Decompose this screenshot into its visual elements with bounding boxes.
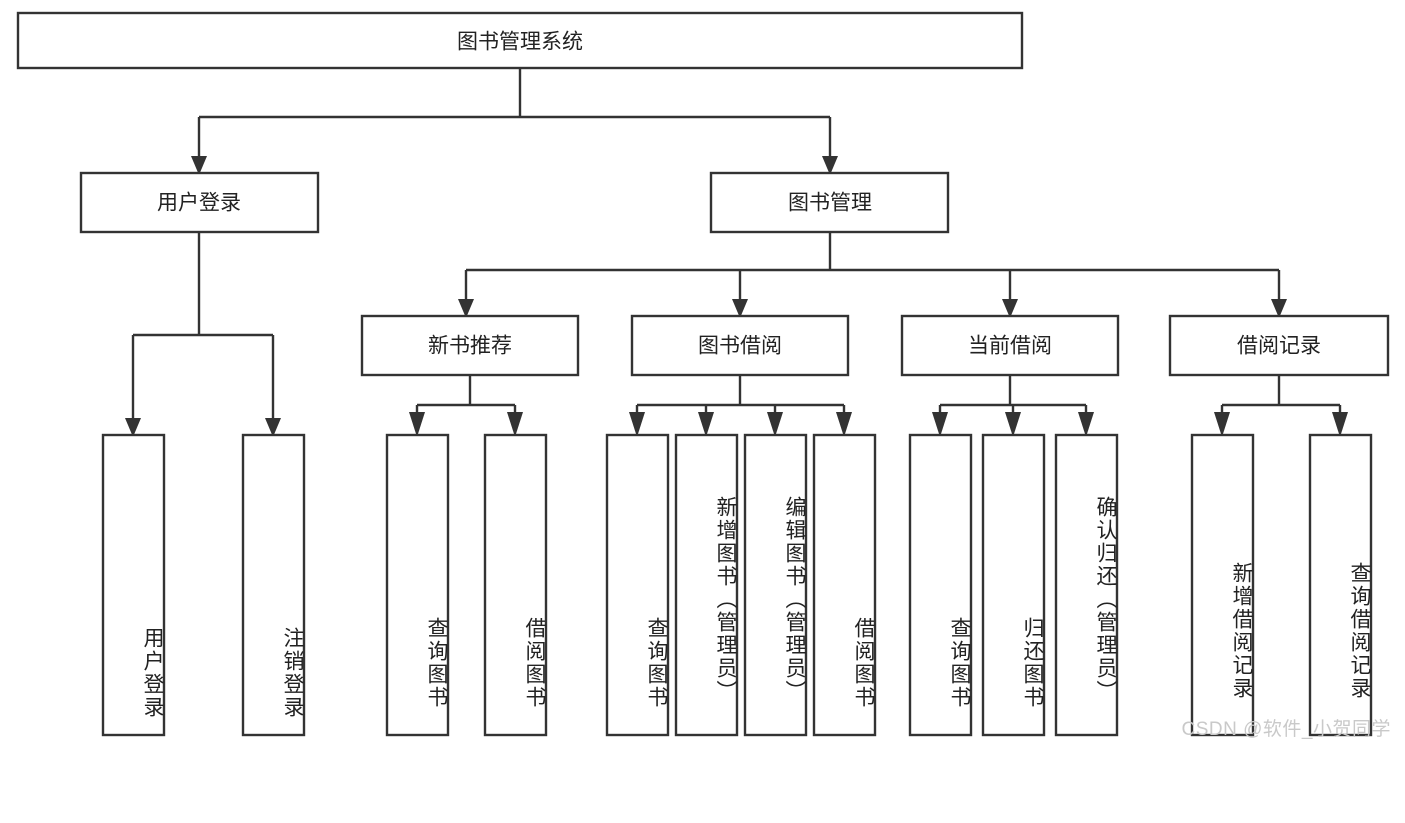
csdn-watermark: CSDN @软件_小贺同学	[1181, 719, 1391, 740]
arrow-new-book-rec-leaf2-icon	[507, 412, 523, 437]
connector-book-borrow-to-leaves	[629, 375, 852, 437]
connector-current-borrow-to-leaves	[932, 375, 1094, 437]
node-book-borrow-box[interactable]	[630, 314, 850, 377]
node-user-login-box[interactable]	[79, 171, 320, 234]
node-book-manage-box[interactable]	[709, 171, 950, 234]
connector-user-login-to-leaves	[125, 232, 281, 437]
leaf-borrow-book-2-box[interactable]	[812, 433, 877, 737]
node-new-book-rec-box[interactable]	[360, 314, 580, 377]
node-new-book-rec-label: 新书推荐	[428, 335, 512, 358]
arrow-borrow-record-leaf2-icon	[1332, 412, 1348, 437]
node-root[interactable]: 图书管理系统	[16, 11, 1024, 70]
node-borrow-record[interactable]: 借阅记录	[1168, 314, 1390, 377]
arrow-to-book-manage-icon	[822, 156, 838, 175]
arrow-current-borrow-leaf2-icon	[1005, 412, 1021, 437]
arrow-book-borrow-leaf4-icon	[836, 412, 852, 437]
leaf-add-book-box[interactable]	[674, 433, 739, 737]
leaf-boxes-group	[101, 433, 1373, 737]
node-current-borrow[interactable]: 当前借阅	[900, 314, 1120, 377]
arrow-to-new-book-rec-icon	[458, 299, 474, 318]
leaf-user-login-box[interactable]	[101, 433, 166, 737]
leaf-query-book-1-box[interactable]	[385, 433, 450, 737]
arrow-book-borrow-leaf3-icon	[767, 412, 783, 437]
arrow-user-login-leaf1-icon	[125, 418, 141, 437]
arrow-book-borrow-leaf2-icon	[698, 412, 714, 437]
connector-book-manage-to-level3	[458, 232, 1287, 318]
leaf-return-book-box[interactable]	[981, 433, 1046, 737]
connector-new-book-rec-to-leaves	[409, 375, 523, 437]
node-user-login[interactable]: 用户登录	[79, 171, 320, 234]
node-book-borrow-label: 图书借阅	[698, 335, 782, 358]
arrow-current-borrow-leaf3-icon	[1078, 412, 1094, 437]
leaf-query-book-3-box[interactable]	[908, 433, 973, 737]
org-chart-diagram: 图书管理系统 用户登录 图书管理 新书推荐 图书借阅 当前借阅 借阅记录	[16, 11, 1391, 740]
leaf-edit-book-box[interactable]	[743, 433, 808, 737]
arrow-current-borrow-leaf1-icon	[932, 412, 948, 437]
arrow-new-book-rec-leaf1-icon	[409, 412, 425, 437]
arrow-to-user-login-icon	[191, 156, 207, 175]
arrow-user-login-leaf2-icon	[265, 418, 281, 437]
arrow-to-current-borrow-icon	[1002, 299, 1018, 318]
node-book-borrow[interactable]: 图书借阅	[630, 314, 850, 377]
node-new-book-rec[interactable]: 新书推荐	[360, 314, 580, 377]
connector-borrow-record-to-leaves	[1214, 375, 1348, 437]
leaf-confirm-return-box[interactable]	[1054, 433, 1119, 737]
node-current-borrow-label: 当前借阅	[968, 335, 1052, 358]
node-book-manage-label: 图书管理	[788, 192, 872, 215]
node-borrow-record-box[interactable]	[1168, 314, 1390, 377]
node-user-login-label: 用户登录	[157, 192, 241, 215]
node-root-box[interactable]	[16, 11, 1024, 70]
tree-canvas: 图书管理系统 用户登录 图书管理 新书推荐 图书借阅 当前借阅 借阅记录	[16, 11, 1390, 737]
leaf-logout-box[interactable]	[241, 433, 306, 737]
leaf-borrow-book-1-box[interactable]	[483, 433, 548, 737]
node-root-label: 图书管理系统	[457, 31, 583, 54]
arrow-borrow-record-leaf1-icon	[1214, 412, 1230, 437]
node-borrow-record-label: 借阅记录	[1237, 335, 1321, 358]
leaf-query-book-2-box[interactable]	[605, 433, 670, 737]
leaf-query-record-box[interactable]	[1308, 433, 1373, 737]
node-current-borrow-box[interactable]	[900, 314, 1120, 377]
arrow-book-borrow-leaf1-icon	[629, 412, 645, 437]
node-book-manage[interactable]: 图书管理	[709, 171, 950, 234]
arrow-to-borrow-record-icon	[1271, 299, 1287, 318]
connector-root-to-level2	[191, 68, 838, 175]
arrow-to-book-borrow-icon	[732, 299, 748, 318]
leaf-add-record-box[interactable]	[1190, 433, 1255, 737]
